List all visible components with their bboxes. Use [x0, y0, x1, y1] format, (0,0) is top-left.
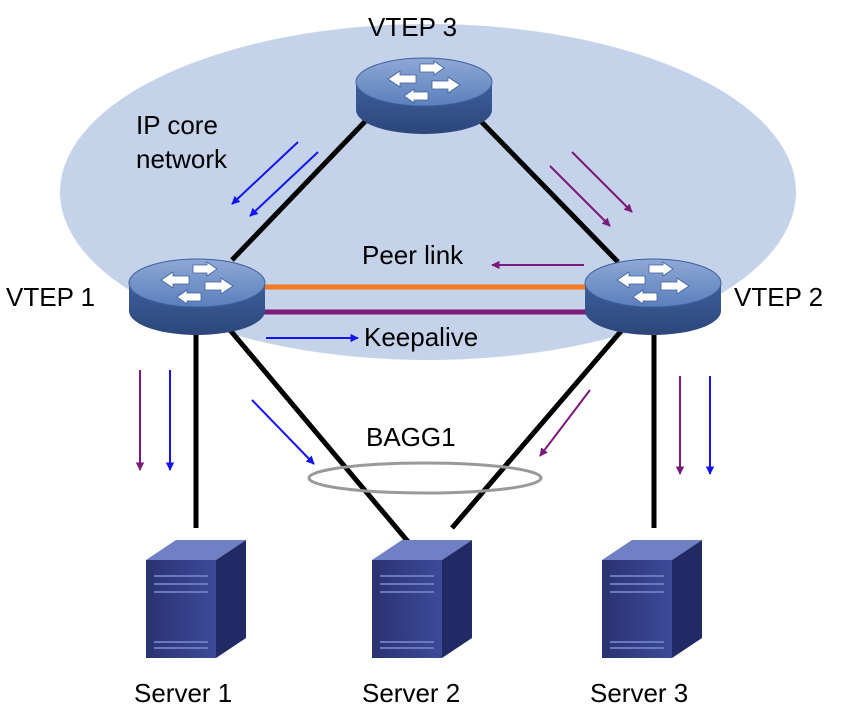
- server3-server-icon: [601, 539, 703, 659]
- server1-server-icon: [145, 539, 247, 659]
- bagg1-ring: [307, 461, 543, 495]
- server3-label: Server 3: [590, 678, 688, 708]
- flow-arrow: [571, 151, 633, 213]
- ip-core-label-line2: network: [136, 144, 228, 174]
- vtep2-label: VTEP 2: [734, 282, 823, 312]
- physical-links: [193, 106, 657, 546]
- bagg1-label: BAGG1: [366, 422, 456, 452]
- ip-core-label-line1: IP core: [136, 110, 218, 140]
- server1-label: Server 1: [134, 678, 232, 708]
- flow-arrow: [249, 151, 319, 217]
- flow-arrow: [539, 389, 591, 457]
- link-vtep3-vtep2: [466, 106, 620, 264]
- server2-label: Server 2: [362, 678, 460, 708]
- vtep2-switch-icon: [584, 258, 722, 336]
- vtep3-switch-icon: [355, 57, 493, 135]
- vtep1-switch-icon: [128, 258, 266, 336]
- keepalive-label: Keepalive: [364, 322, 478, 352]
- link-vtep3-vtep1: [230, 106, 380, 262]
- flow-arrow: [251, 399, 315, 465]
- server2-server-icon: [371, 539, 473, 659]
- peer-link-label: Peer link: [362, 240, 464, 270]
- traffic-flow-arrows: [135, 141, 715, 475]
- vtep1-label: VTEP 1: [6, 282, 95, 312]
- flow-arrow: [231, 141, 299, 205]
- link-vtep2-server2: [450, 328, 624, 530]
- flow-arrow: [549, 165, 611, 227]
- vtep3-label: VTEP 3: [368, 12, 457, 42]
- link-vtep1-server2: [228, 328, 412, 546]
